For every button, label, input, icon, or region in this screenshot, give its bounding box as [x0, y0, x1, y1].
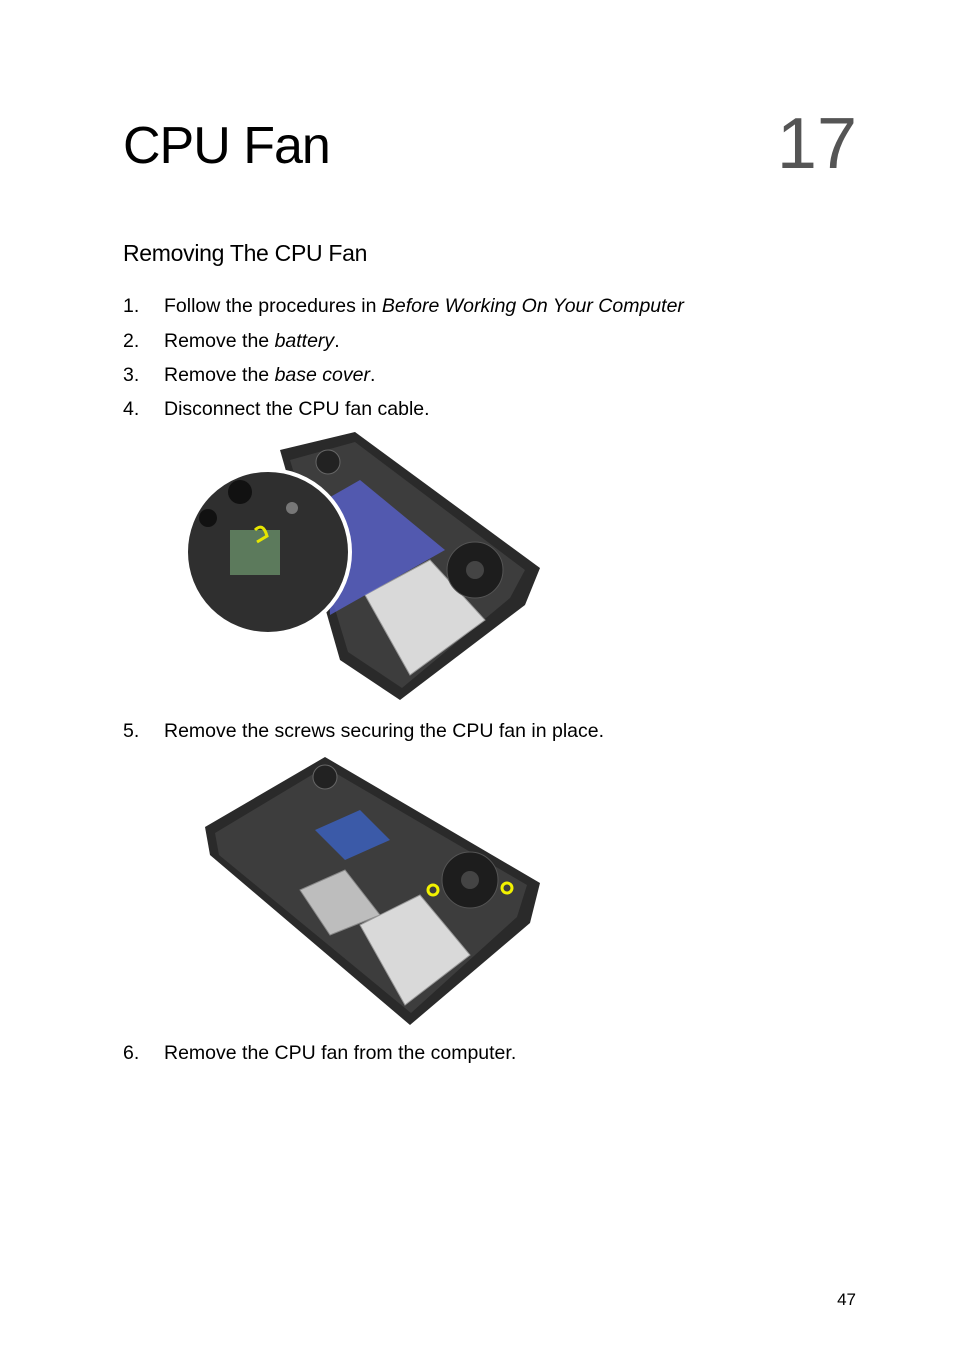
chapter-title: CPU Fan [123, 117, 331, 175]
step-text: Remove the screws securing the CPU fan i… [164, 720, 605, 742]
cpu-fan-cable-figure [184, 432, 540, 700]
optical-drive [359, 894, 471, 1006]
step-5: 5. Remove the screws securing the CPU fan… [123, 720, 604, 743]
step-text: Disconnect the CPU fan cable. [164, 398, 430, 420]
section-title: Removing The CPU Fan [123, 240, 368, 266]
step-link-battery[interactable]: battery [274, 330, 335, 352]
step-number: 4. [123, 398, 140, 420]
step-number: 2. [123, 330, 140, 352]
step-1: 1. Follow the procedures in Before Workin… [123, 295, 684, 318]
screw-highlight [500, 881, 514, 895]
step-number: 6. [123, 1042, 140, 1064]
chapter-number: 17 [776, 104, 857, 184]
step-2: 2. Remove the battery. [123, 330, 340, 353]
step-number: 3. [123, 364, 140, 386]
step-text: Remove the [164, 330, 275, 352]
step-3: 3. Remove the base cover. [123, 364, 375, 387]
step-punct: . [334, 330, 340, 352]
page-number: 47 [837, 1290, 856, 1309]
step-text: Follow the procedures in [164, 295, 382, 317]
cable-highlight [253, 525, 269, 544]
step-text: Remove the CPU fan from the computer. [164, 1042, 517, 1064]
step-number: 1. [123, 295, 140, 317]
step-number: 5. [123, 720, 140, 742]
step-4: 4. Disconnect the CPU fan cable. [123, 398, 430, 421]
step-link-base-cover[interactable]: base cover [274, 364, 370, 386]
cpu-fan-screws-figure [205, 757, 540, 1025]
zoom-wedge [325, 480, 445, 615]
step-link-before-working[interactable]: Before Working On Your Computer [381, 295, 684, 317]
step-6: 6. Remove the CPU fan from the computer. [123, 1042, 516, 1065]
step-text: Remove the [164, 364, 275, 386]
step-punct: . [369, 364, 376, 386]
memory-module [315, 810, 390, 860]
screw-highlight [426, 883, 440, 897]
